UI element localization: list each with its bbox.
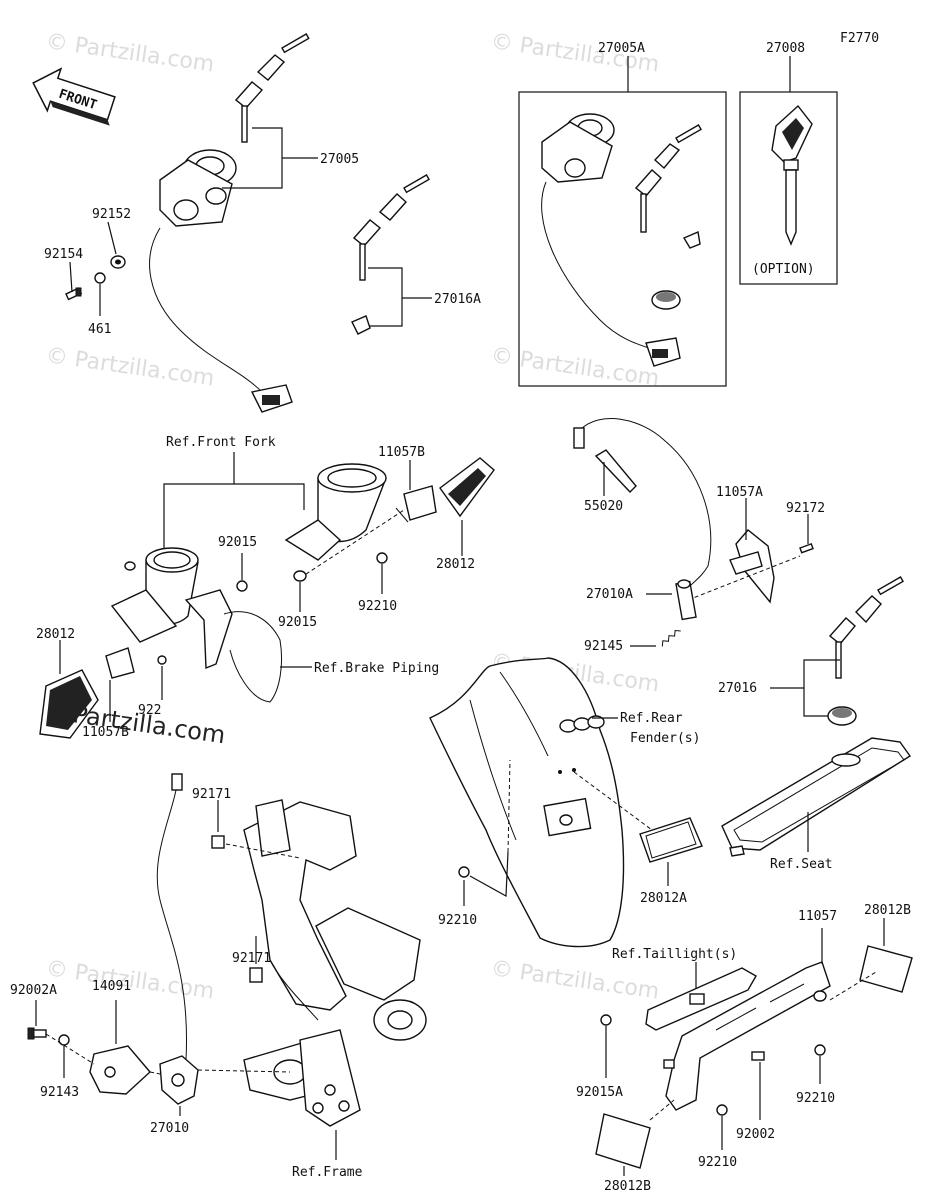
- key-set-27016A: [351, 174, 432, 335]
- screw-92172-icon: [799, 542, 814, 554]
- watermark-1: © Partzilla.com: [44, 29, 216, 77]
- nut-92015-a-icon: [236, 580, 248, 592]
- label-92210-d: 92210: [698, 1155, 737, 1170]
- label-92210-b: 92210: [438, 913, 477, 928]
- label-27008: 27008: [766, 41, 805, 56]
- label-ref-rear-fender-2: Fender(s): [630, 731, 700, 746]
- clip-92171-b-icon: [249, 967, 263, 983]
- label-11057: 11057: [798, 909, 837, 924]
- seat-lock-actuator-icon: [675, 579, 697, 621]
- ignition-switch-assembly: [65, 33, 318, 413]
- ignition-switch-icon: [159, 149, 237, 227]
- reflector-bracket-11057B-bot-icon: [105, 647, 167, 679]
- taillight-bracket-icon: [645, 967, 757, 1031]
- label-ref-brake-piping: Ref.Brake Piping: [314, 661, 439, 676]
- key-icon: [234, 33, 310, 143]
- label-28012-right: 28012: [436, 557, 475, 572]
- label-92171-b: 92171: [232, 951, 271, 966]
- label-27005A: 27005A: [598, 41, 645, 56]
- label-92210-c: 92210: [796, 1091, 835, 1106]
- label-92152: 92152: [92, 207, 131, 222]
- label-461: 461: [88, 322, 111, 337]
- label-92171-a: 92171: [192, 787, 231, 802]
- screw-icon: [351, 315, 371, 335]
- box-27008: [739, 91, 838, 285]
- watermark-4: © Partzilla.com: [489, 343, 661, 391]
- label-27016A: 27016A: [434, 292, 481, 307]
- key-set-27016-icon: [827, 576, 904, 726]
- label-ref-rear-fender-1: Ref.Rear: [620, 711, 683, 726]
- nut-92210-c-icon: [814, 1044, 826, 1056]
- nut-92015-icon: [293, 570, 307, 582]
- frame-icon: [243, 799, 427, 1127]
- license-bracket-icon: [663, 961, 831, 1111]
- label-27016: 27016: [718, 681, 757, 696]
- washer-icon: [94, 272, 106, 284]
- sensor-cable-icon: [573, 418, 712, 587]
- reflector-28012A-icon: [639, 817, 703, 863]
- sidestand-switch-icon: [159, 1055, 199, 1105]
- label-option: (OPTION): [752, 262, 815, 277]
- label-11057B-bot: 11057B: [82, 725, 129, 740]
- rear-fender-icon: [429, 657, 625, 948]
- bolt-icon: [65, 287, 83, 301]
- bolt-92002A-icon: [27, 1027, 47, 1040]
- watermark-7: © Partzilla.com: [489, 956, 661, 1004]
- label-14091: 14091: [92, 979, 131, 994]
- nut-92210-b-icon: [458, 866, 470, 878]
- label-92210-a: 92210: [358, 599, 397, 614]
- sidestand-switch-cable-icon: [156, 773, 188, 1061]
- brake-piping-clamp-icon: [184, 589, 283, 703]
- label-55020: 55020: [584, 499, 623, 514]
- reflector-28012-left-icon: [39, 669, 99, 739]
- label-27005: 27005: [320, 152, 359, 167]
- seat-lock-bracket-icon: [729, 529, 775, 604]
- label-28012A: 28012A: [640, 891, 687, 906]
- nut-92210-d-icon: [716, 1104, 728, 1116]
- label-92145: 92145: [584, 639, 623, 654]
- label-922-partial: 922: [138, 703, 161, 718]
- label-92172: 92172: [786, 501, 825, 516]
- spring-icon: [661, 629, 681, 647]
- figure-code: F2770: [840, 31, 879, 46]
- cover-14091-icon: [89, 1045, 151, 1095]
- label-92015A: 92015A: [576, 1085, 623, 1100]
- blank-key-icon: [771, 104, 813, 246]
- connector-icon: [250, 384, 293, 413]
- label-11057B-top: 11057B: [378, 445, 425, 460]
- nut-92015A-icon: [600, 1014, 612, 1026]
- label-92002: 92002: [736, 1127, 775, 1142]
- nut-icon: [110, 255, 126, 269]
- watermark-3: © Partzilla.com: [44, 343, 216, 391]
- label-11057A: 11057A: [716, 485, 763, 500]
- label-92143: 92143: [40, 1085, 79, 1100]
- label-92154: 92154: [44, 247, 83, 262]
- label-ref-taillight: Ref.Taillight(s): [612, 947, 737, 962]
- reflector-28012B-bot-icon: [595, 1113, 651, 1169]
- clip-92171-a-icon: [211, 835, 225, 849]
- label-92015-a: 92015: [218, 535, 257, 550]
- seat-cover-icon: [721, 737, 912, 857]
- label-28012B-bot: 28012B: [604, 1179, 651, 1194]
- label-92015-b: 92015: [278, 615, 317, 630]
- reflector-bracket-11057B-top-icon: [395, 485, 437, 523]
- label-92002A: 92002A: [10, 983, 57, 998]
- nut-92210-icon: [376, 552, 388, 564]
- reflector-28012-right-icon: [439, 457, 495, 518]
- ignition-switch-set-icon: [541, 113, 702, 367]
- box-27005A: [518, 91, 727, 387]
- front-fork-tube-left-icon: [110, 547, 199, 643]
- label-ref-seat: Ref.Seat: [770, 857, 833, 872]
- front-arrow-icon: FRONT: [32, 67, 116, 126]
- bolt-92002-icon: [751, 1051, 765, 1061]
- label-27010: 27010: [150, 1121, 189, 1136]
- label-ref-front-fork: Ref.Front Fork: [166, 435, 276, 450]
- label-ref-frame: Ref.Frame: [292, 1165, 363, 1180]
- label-28012B-top: 28012B: [864, 903, 911, 918]
- reflector-28012B-top-icon: [859, 945, 913, 993]
- front-fork-tube-right-icon: [284, 463, 387, 561]
- label-28012-left: 28012: [36, 627, 75, 642]
- label-27010A: 27010A: [586, 587, 633, 602]
